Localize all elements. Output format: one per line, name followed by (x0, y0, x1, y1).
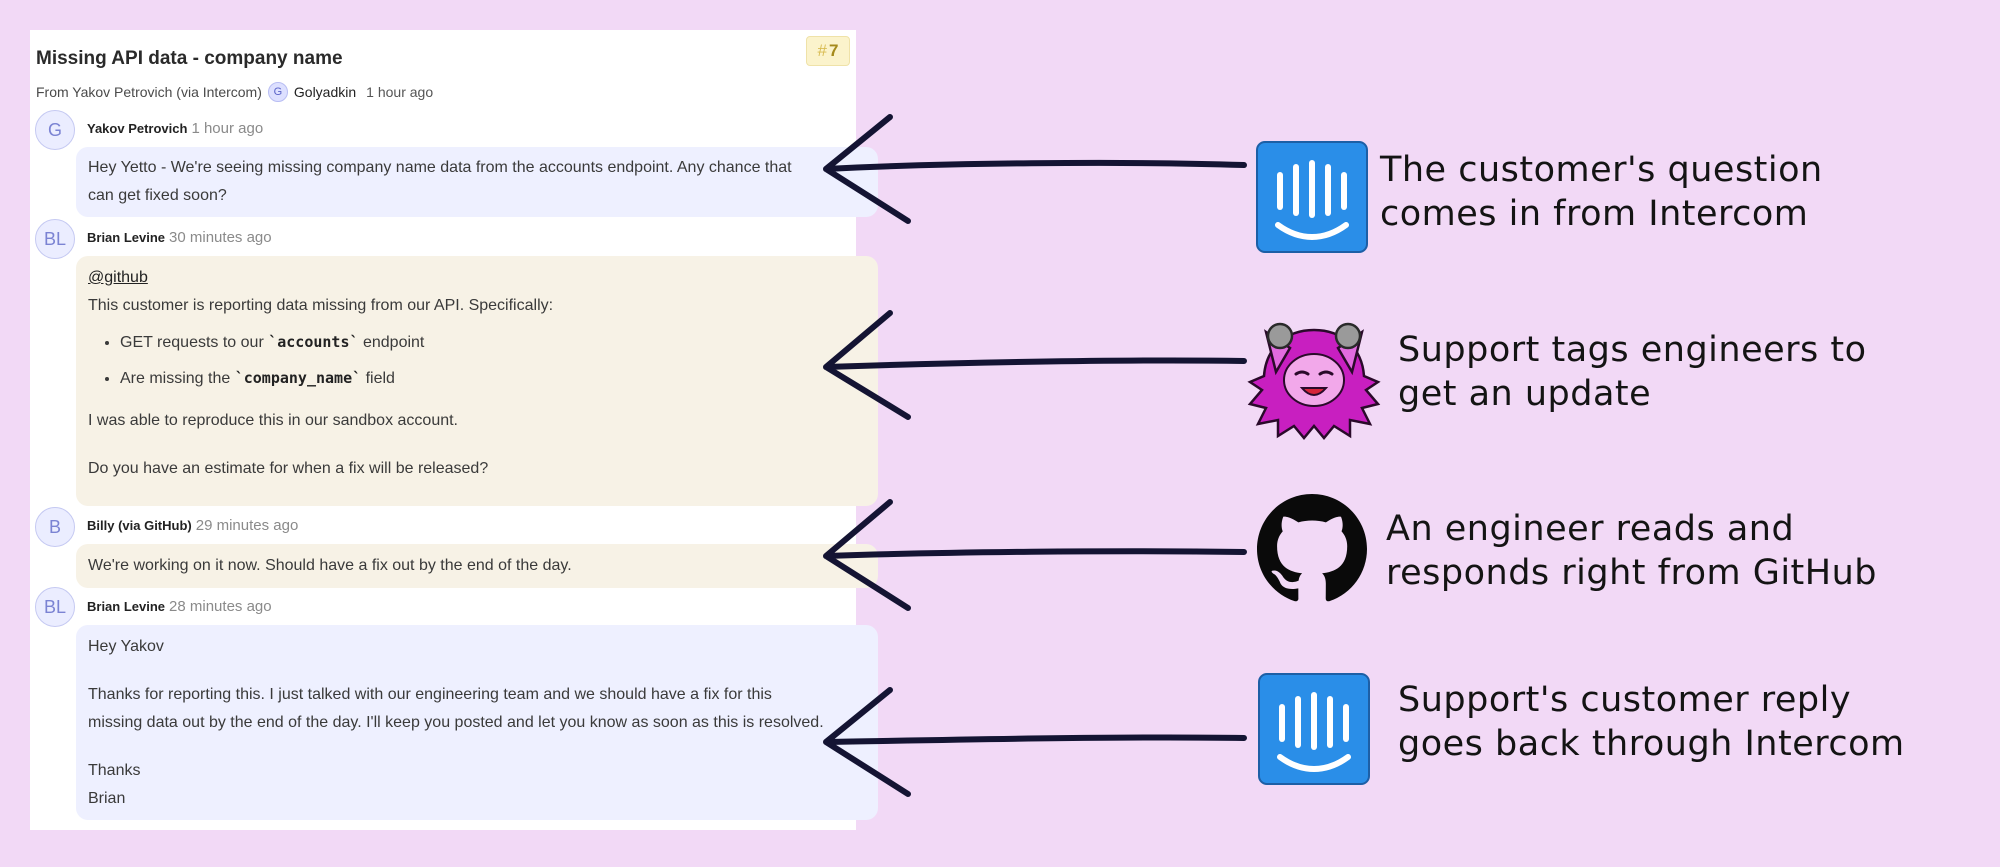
avatar: G (35, 110, 75, 150)
ticket-source-line: From Yakov Petrovich (via Intercom) G Go… (36, 82, 433, 102)
github-mention[interactable]: @github (88, 269, 148, 286)
avatar: B (35, 507, 75, 547)
author-name: Yakov Petrovich (87, 121, 188, 136)
ticket-number-badge[interactable]: #7 (806, 36, 850, 66)
message-bubble: We're working on it now. Should have a f… (76, 544, 878, 588)
message-time: 29 minutes ago (195, 517, 299, 534)
assignee-avatar[interactable]: G (267, 82, 288, 102)
arrow-icon (823, 114, 1247, 224)
yetto-mascot-icon (1247, 322, 1381, 440)
avatar: BL (35, 219, 75, 259)
avatar: BL (35, 587, 75, 627)
author-name: Brian Levine (87, 230, 166, 245)
message-meta: Billy (via GitHub)29 minutes ago (87, 517, 298, 534)
from-text: From Yakov Petrovich (via Intercom) (36, 84, 262, 100)
intercom-icon (1256, 141, 1368, 253)
message-bubble: Hey Yetto - We're seeing missing company… (76, 147, 878, 217)
github-icon (1257, 494, 1367, 602)
ticket-title: Missing API data - company name (36, 48, 343, 69)
bullet-list: GET requests to our `accounts` endpoint … (88, 328, 866, 393)
message-bubble: Hey Yakov Thanks for reporting this. I j… (76, 625, 878, 820)
ticket-panel: Missing API data - company name #7 From … (30, 30, 878, 830)
ticket-time: 1 hour ago (366, 84, 434, 100)
message-time: 1 hour ago (191, 120, 264, 137)
list-item: Are missing the `company_name` field (120, 364, 866, 393)
author-name: Brian Levine (87, 599, 166, 614)
arrow-icon (823, 499, 1247, 611)
author-name: Billy (via GitHub) (87, 518, 192, 533)
arrow-icon (823, 687, 1247, 797)
message-bubble: @github This customer is reporting data … (76, 256, 878, 506)
arrow-icon (823, 310, 1247, 420)
assignee-name[interactable]: Golyadkin (293, 84, 357, 100)
message-time: 28 minutes ago (169, 598, 272, 615)
intercom-icon (1258, 673, 1370, 785)
list-item: GET requests to our `accounts` endpoint (120, 328, 866, 357)
message-time: 30 minutes ago (169, 229, 272, 246)
